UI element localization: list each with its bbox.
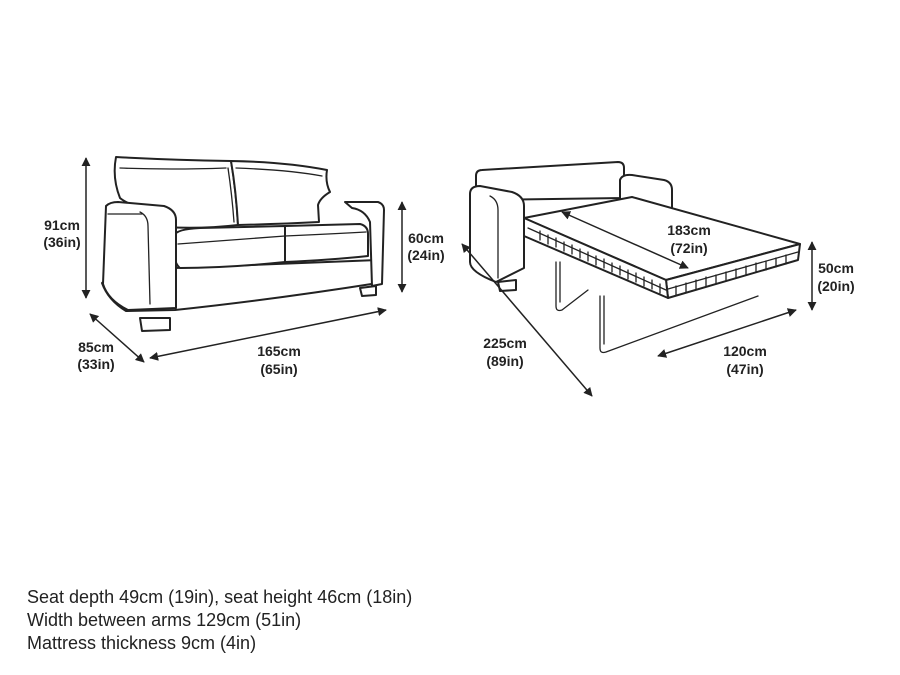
- dim-line-bed-open-length: [461, 243, 593, 397]
- sofa-arm-height-cm-label: 60cm: [408, 230, 444, 246]
- sofa-back-cushion-right: [230, 160, 331, 226]
- seat-dimensions-note: Seat depth 49cm (19in), seat height 46cm…: [27, 587, 413, 607]
- sofa-illustration: [101, 156, 385, 332]
- bed-sofa-back: [475, 161, 625, 201]
- sofa-arm-right: [344, 201, 385, 287]
- sofa-depth-in-label: (33in): [77, 356, 114, 372]
- bed-height-in-label: (20in): [817, 278, 854, 294]
- mattress-thickness-note: Mattress thickness 9cm (4in): [27, 633, 257, 653]
- sofa-height-cm-label: 91cm: [44, 217, 80, 233]
- sofa-arm-height-in-label: (24in): [407, 247, 444, 263]
- sofa-height-in-label: (36in): [43, 234, 80, 250]
- dim-line-bed-width: [657, 308, 797, 358]
- dim-line-mattress-length: [561, 211, 689, 269]
- sofa-seat-cushion-right: [284, 223, 369, 263]
- sofa-depth-cm-label: 85cm: [78, 339, 114, 355]
- dim-line-sofa-width: [149, 307, 387, 361]
- bed-width-in-label: (47in): [726, 361, 763, 377]
- bed-frame-leg-left: [555, 261, 589, 312]
- bed-open-length-cm-label: 225cm: [483, 335, 527, 351]
- mattress-length-in-label: (72in): [670, 240, 707, 256]
- sofa-bed-illustration: [469, 161, 801, 354]
- dimension-notes: Seat depth 49cm (19in), seat height 46cm…: [27, 586, 412, 655]
- sofa-width-cm-label: 165cm: [257, 343, 301, 359]
- sofa-foot-back: [359, 285, 377, 297]
- bed-height-cm-label: 50cm: [818, 260, 854, 276]
- sofa-width-in-label: (65in): [260, 361, 297, 377]
- bed-open-length-in-label: (89in): [486, 353, 523, 369]
- bed-sofa-arm-left: [469, 185, 525, 283]
- sofa-foot-front: [139, 317, 171, 332]
- sofa-seat-cushion-left: [172, 225, 286, 269]
- bed-frame-leg-right: [599, 295, 759, 354]
- dim-line-sofa-depth: [89, 313, 145, 363]
- mattress-length-cm-label: 183cm: [667, 222, 711, 238]
- arm-width-note: Width between arms 129cm (51in): [27, 610, 302, 630]
- bed-width-cm-label: 120cm: [723, 343, 767, 359]
- sofa-arm-left: [102, 201, 177, 311]
